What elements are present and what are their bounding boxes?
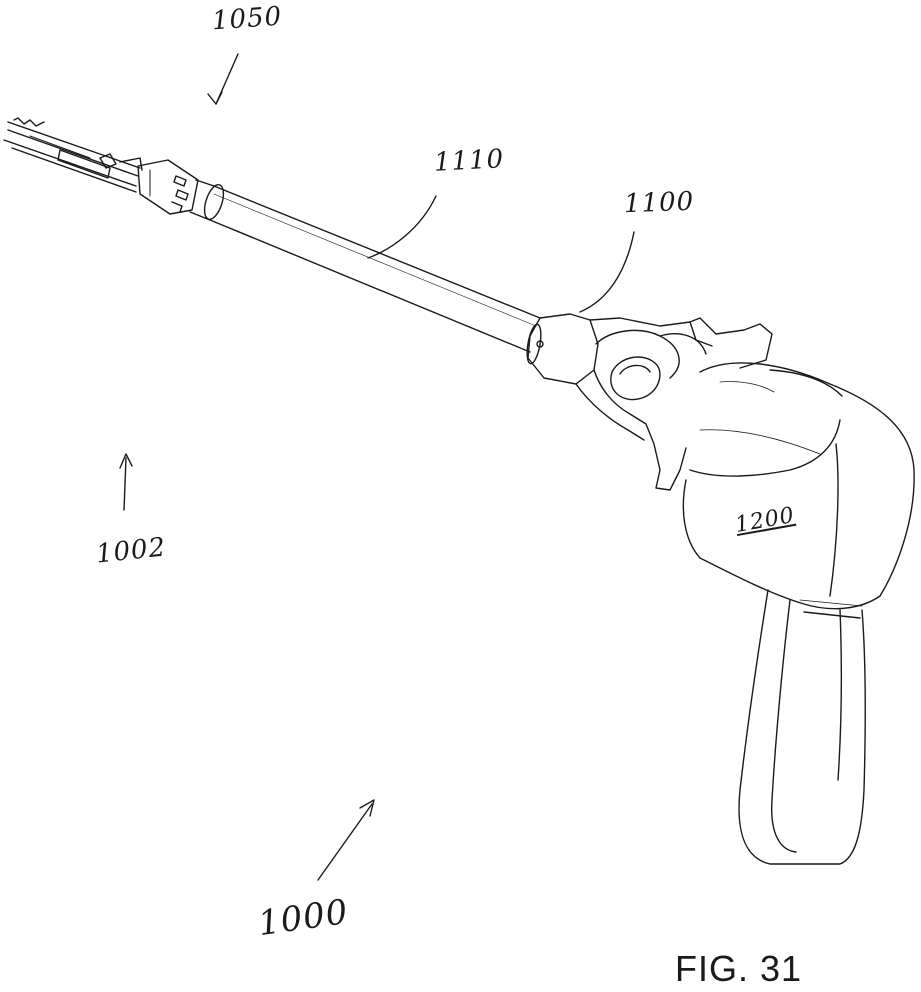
elongated-shaft [210, 186, 540, 352]
pistol-grip [739, 590, 865, 864]
ref-label-1100: 1100 [623, 187, 694, 219]
shaft-collar [190, 180, 227, 222]
nozzle-assembly [525, 314, 772, 490]
ref-label-1050: 1050 [211, 2, 283, 37]
end-effector [4, 118, 142, 192]
figure-title: FIG. 31 [675, 948, 802, 990]
handle-housing [683, 363, 914, 609]
articulation-joint [138, 160, 198, 214]
leader-lines [120, 54, 634, 880]
ref-label-1110: 1110 [433, 144, 505, 178]
